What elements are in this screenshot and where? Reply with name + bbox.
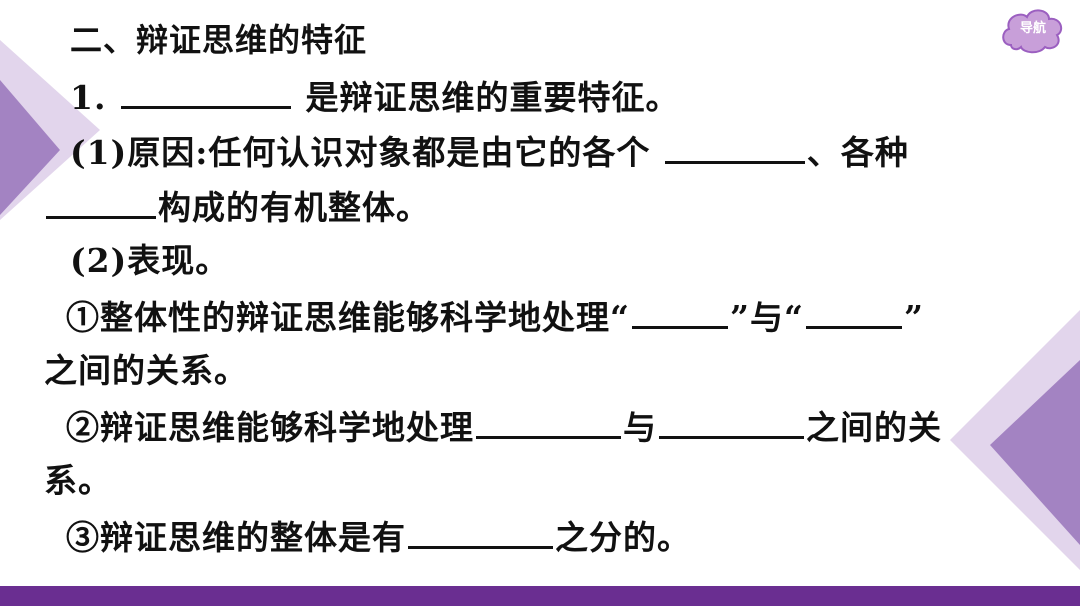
line-3: 构成的有机整体。 bbox=[44, 186, 430, 228]
blank-4 bbox=[631, 296, 728, 329]
line-7: ②辩证思维能够科学地处理 与 之间的关 bbox=[66, 406, 942, 448]
line-9-text: ③辩证思维的整体是有 bbox=[66, 518, 406, 557]
line-8: 系。 bbox=[44, 461, 112, 501]
line-5-end: ” bbox=[903, 298, 924, 337]
left-triangle-dark bbox=[0, 80, 60, 215]
blank-6 bbox=[476, 406, 621, 439]
line-6: 之间的关系。 bbox=[44, 351, 248, 391]
blank-2 bbox=[664, 131, 805, 164]
line-4: (2)表现。 bbox=[70, 241, 229, 281]
line-1: 1. 是辩证思维的重要特征。 bbox=[70, 76, 679, 118]
line-6-text: 之间的关系。 bbox=[44, 351, 248, 390]
nav-cloud-icon bbox=[1002, 9, 1063, 54]
right-triangle-dark bbox=[990, 360, 1080, 545]
line-2: (1)原因:任何认识对象都是由它的各个 、各种 bbox=[70, 131, 909, 173]
line-7-end: 之间的关 bbox=[806, 408, 942, 447]
line-5-text: ①整体性的辩证思维能够科学地处理“ bbox=[66, 298, 630, 337]
line-2-text: (1)原因:任何认识对象都是由它的各个 bbox=[70, 133, 663, 172]
line-7-mid: 与 bbox=[623, 408, 657, 447]
section-title: 二、辩证思维的特征 bbox=[70, 21, 368, 59]
blank-1 bbox=[120, 76, 291, 109]
nav-label: 导航 bbox=[1019, 21, 1046, 36]
line-7-text: ②辩证思维能够科学地处理 bbox=[66, 408, 474, 447]
line-9-end: 之分的。 bbox=[555, 518, 691, 557]
line-4-text: (2)表现。 bbox=[70, 241, 230, 280]
nav-button[interactable]: 导航 bbox=[999, 5, 1067, 55]
line-5: ①整体性的辩证思维能够科学地处理“ ”与“ ” bbox=[66, 296, 924, 338]
line-2-mid: 、各种 bbox=[806, 133, 909, 172]
line-3-text: 构成的有机整体。 bbox=[158, 188, 430, 227]
bottom-bar bbox=[0, 586, 1080, 606]
blank-7 bbox=[659, 406, 804, 439]
line-9: ③辩证思维的整体是有 之分的。 bbox=[66, 516, 691, 558]
line-1-prefix: 1. bbox=[70, 78, 119, 117]
blank-8 bbox=[408, 516, 553, 549]
line-1-suffix: 是辩证思维的重要特征。 bbox=[292, 78, 680, 117]
line-8-text: 系。 bbox=[44, 461, 112, 500]
line-5-mid: ”与“ bbox=[729, 298, 804, 337]
blank-5 bbox=[805, 296, 902, 329]
blank-3 bbox=[46, 186, 156, 219]
